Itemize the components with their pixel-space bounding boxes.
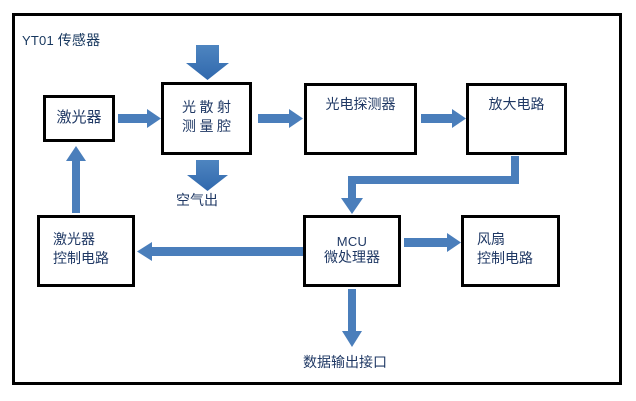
label-data-output: 数据输出接口: [303, 356, 387, 371]
air-inlet-block-arrow: [186, 45, 229, 80]
block-photodetector-label: 光电探测器: [325, 98, 396, 113]
block-laser-control[interactable]: 激光器 控制电路: [37, 215, 135, 287]
block-scattering-chamber[interactable]: 光 散 射 测 量 腔: [161, 82, 252, 155]
block-amplifier[interactable]: 放大电路: [466, 83, 567, 155]
sensor-enclosure-box: [12, 13, 622, 385]
arrow-chamber-to-photodetector: [258, 109, 303, 128]
air-out-block-arrow: [187, 160, 228, 191]
block-photodetector[interactable]: 光电探测器: [304, 83, 417, 155]
block-scattering-chamber-line2: 测 量 腔: [182, 119, 231, 135]
block-laser-control-line2: 控制电路: [53, 252, 109, 267]
enclosure-title-latin: YT01: [22, 33, 54, 48]
block-mcu-line1: MCU: [336, 233, 368, 249]
block-scattering-chamber-line1: 光 散 射: [182, 100, 231, 116]
block-laser-label: 激光器: [56, 110, 102, 127]
arrow-mcu-to-fan-control: [404, 233, 461, 252]
block-mcu[interactable]: MCU 微处理器: [303, 215, 401, 287]
enclosure-title-cjk: 传感器: [57, 34, 101, 49]
enclosure-title: YT01 传感器: [22, 30, 100, 50]
arrow-laser-to-chamber: [118, 109, 161, 128]
arrow-amplifier-to-mcu: [341, 156, 519, 214]
block-laser-control-line1: 激光器: [53, 233, 95, 249]
arrow-mcu-to-laser-control: [137, 242, 303, 261]
arrow-laser-control-to-laser: [66, 146, 86, 213]
label-air-out: 空气出: [176, 194, 218, 209]
block-laser[interactable]: 激光器: [43, 95, 115, 142]
block-amplifier-label: 放大电路: [488, 98, 545, 113]
block-fan-control[interactable]: 风扇 控制电路: [461, 215, 560, 287]
block-fan-control-line2: 控制电路: [477, 252, 533, 267]
arrow-photodetector-to-amplifier: [421, 109, 466, 128]
block-fan-control-line1: 风扇: [477, 233, 505, 249]
block-mcu-line2: 微处理器: [324, 251, 380, 267]
arrow-mcu-to-data-output: [342, 289, 362, 347]
